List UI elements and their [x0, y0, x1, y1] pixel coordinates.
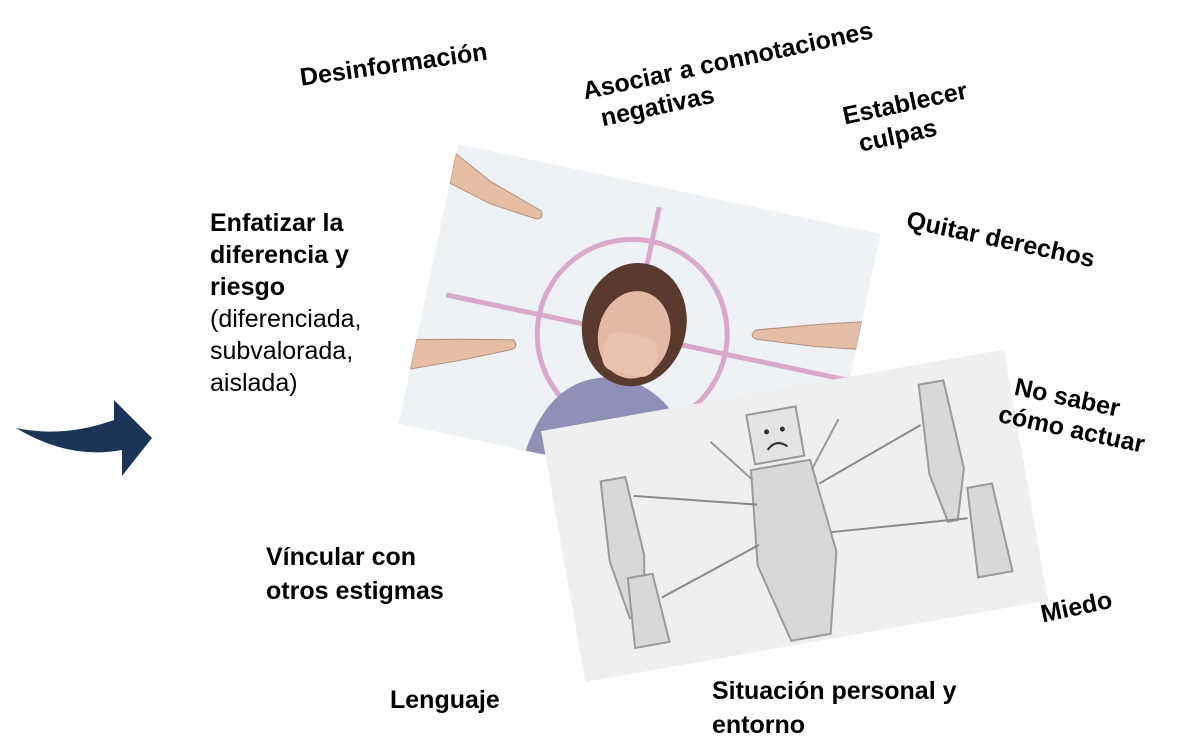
- label-miedo: Miedo: [1038, 585, 1115, 629]
- label-situacion-personal: Situación personal y entorno: [712, 677, 957, 739]
- box-head-sketch-image: [541, 349, 1049, 683]
- label-no-saber-actuar: No saber cómo actuar: [995, 372, 1148, 459]
- label-lenguaje: Lenguaje: [390, 686, 500, 714]
- label-desinformacion: Desinformación: [298, 37, 490, 92]
- label-asociar-connotaciones: Asociar a connotaciones negativas: [580, 16, 876, 133]
- label-vincular-estigmas: Víncular con otros estigmas: [266, 543, 444, 605]
- label-establecer-culpas: Establecer culpas: [840, 76, 970, 158]
- label-quitar-derechos: Quitar derechos: [903, 205, 1098, 274]
- curved-arrow-icon: [14, 398, 154, 483]
- label-enfatizar-diferencia: Enfatizar la diferencia y riesgo (difere…: [210, 209, 362, 397]
